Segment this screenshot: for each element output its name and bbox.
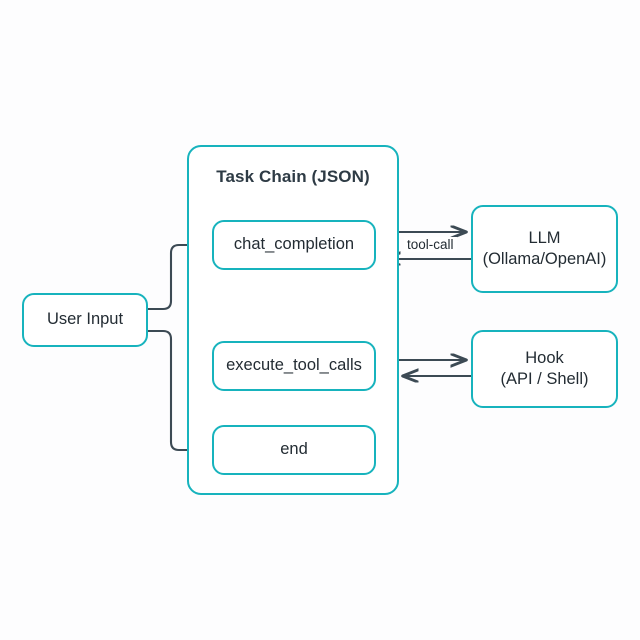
node-end[interactable]: end <box>212 425 376 475</box>
node-llm[interactable]: LLM (Ollama/OpenAI) <box>471 205 618 293</box>
node-hook-title: Hook <box>525 348 564 367</box>
node-hook-text: Hook (API / Shell) <box>500 348 588 390</box>
node-user-input-label: User Input <box>46 310 124 329</box>
node-llm-subtitle: (Ollama/OpenAI) <box>482 250 607 268</box>
node-llm-title: LLM <box>528 228 561 247</box>
node-hook-subtitle: (API / Shell) <box>500 370 589 388</box>
node-execute-tool-calls-label: execute_tool_calls <box>226 356 362 375</box>
node-chat-completion-label: chat_completion <box>233 235 355 254</box>
node-execute-tool-calls[interactable]: execute_tool_calls <box>212 341 376 391</box>
node-user-input[interactable]: User Input <box>22 293 148 347</box>
node-end-label: end <box>280 440 308 459</box>
edge-label-tool-call: tool-call <box>404 237 457 252</box>
node-llm-text: LLM (Ollama/OpenAI) <box>483 228 607 270</box>
task-chain-title: Task Chain (JSON) <box>216 167 370 186</box>
node-chat-completion[interactable]: chat_completion <box>212 220 376 270</box>
node-hook[interactable]: Hook (API / Shell) <box>471 330 618 408</box>
